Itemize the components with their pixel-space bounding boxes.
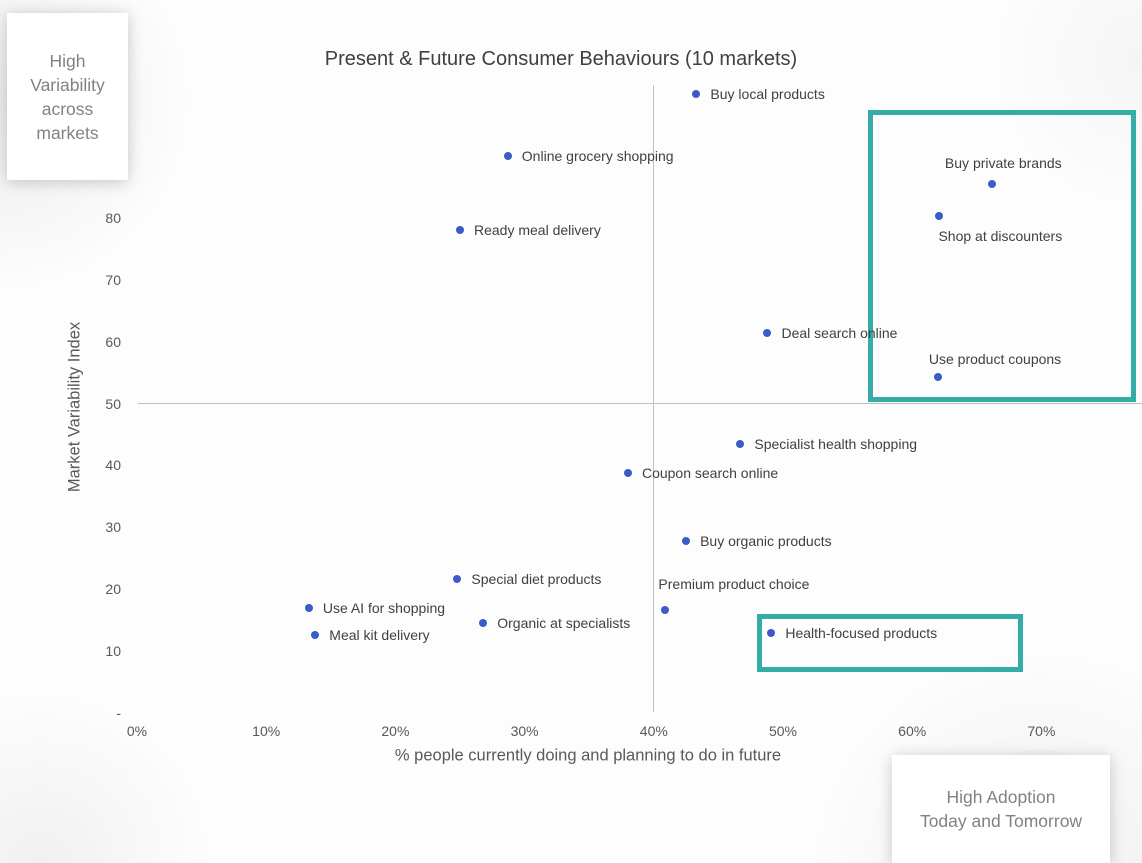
quadrant-label-bottom-right-line2: Today and Tomorrow [919, 811, 1083, 831]
y-tick-label: 10 [105, 643, 121, 660]
data-point-dot [935, 211, 944, 220]
data-point-dot [503, 151, 512, 160]
y-tick-label: 60 [105, 333, 121, 350]
x-tick-label: 0% [126, 723, 148, 739]
quadrant-label-box-bottom-right: High Adoption Today and Tomorrow [892, 755, 1110, 863]
data-point-dot [479, 619, 488, 628]
x-tick-label: 30% [510, 723, 539, 739]
data-point-label: Buy private brands [944, 154, 1062, 171]
health-focused-products-region [757, 613, 1024, 673]
y-tick-label: 70 [105, 271, 121, 288]
data-point-label: Shop at discounters [938, 227, 1063, 244]
y-tick-label: 20 [105, 581, 121, 598]
x-tick-label: 60% [898, 723, 927, 739]
y-tick-label: 50 [105, 395, 121, 412]
y-tick-label: 30 [105, 519, 121, 536]
x-tick-label: 70% [1027, 723, 1056, 739]
data-point-dot [767, 629, 776, 638]
high-adoption-high-variability-region [868, 110, 1136, 403]
data-point-label: Buy local products [710, 86, 825, 102]
data-point-dot [682, 536, 691, 545]
data-point-dot [623, 468, 632, 477]
data-point-label: Online grocery shopping [521, 147, 674, 164]
data-point-dot [304, 603, 313, 612]
data-point-dot [311, 631, 320, 639]
data-point-label: Organic at specialists [497, 615, 631, 632]
data-point-dot [763, 328, 772, 337]
data-point-dot [736, 439, 745, 448]
data-point-label: Use AI for shopping [322, 599, 446, 616]
y-tick-label: - [116, 705, 121, 721]
data-point-dot [934, 372, 943, 381]
quadrant-label-bottom-right-line1: High Adoption [946, 787, 1056, 807]
quadrant-label-box-top-left: High Variability across markets [7, 13, 128, 180]
x-tick-label: 10% [252, 723, 281, 739]
y-tick-label: 40 [105, 457, 121, 474]
x-tick-label: 40% [639, 723, 668, 739]
data-point-label: Premium product choice [658, 576, 810, 593]
data-point-label: Use product coupons [928, 350, 1062, 367]
data-point-dot [692, 90, 701, 98]
data-point-label: Coupon search online [641, 464, 779, 481]
vertical-crosshair-gridline [653, 84, 655, 712]
data-point-label: Ready meal delivery [474, 222, 601, 239]
x-axis-title: % people currently doing and planning to… [394, 746, 782, 765]
y-tick-label: 80 [105, 209, 121, 226]
x-tick-label: 50% [768, 723, 798, 739]
data-point-dot [988, 179, 997, 188]
data-point-label: Deal search online [781, 324, 898, 341]
quadrant-label-bottom-right: High Adoption Today and Tomorrow [920, 785, 1082, 833]
data-point-label: Special diet products [471, 571, 602, 588]
data-point-label: Buy organic products [700, 532, 832, 549]
data-point-dot [453, 575, 462, 584]
data-point-dot [661, 606, 670, 615]
chart-title: Present & Future Consumer Behaviours (10… [324, 48, 798, 70]
data-point-label: Specialist health shopping [754, 435, 918, 452]
data-point-label: Health-focused products [785, 625, 938, 642]
quadrant-label-top-left: High Variability across markets [30, 50, 105, 143]
data-point-dot [456, 226, 464, 235]
data-point-label: Meal kit delivery [329, 627, 430, 643]
horizontal-crosshair-gridline [138, 403, 1142, 404]
x-tick-label: 20% [381, 723, 410, 739]
